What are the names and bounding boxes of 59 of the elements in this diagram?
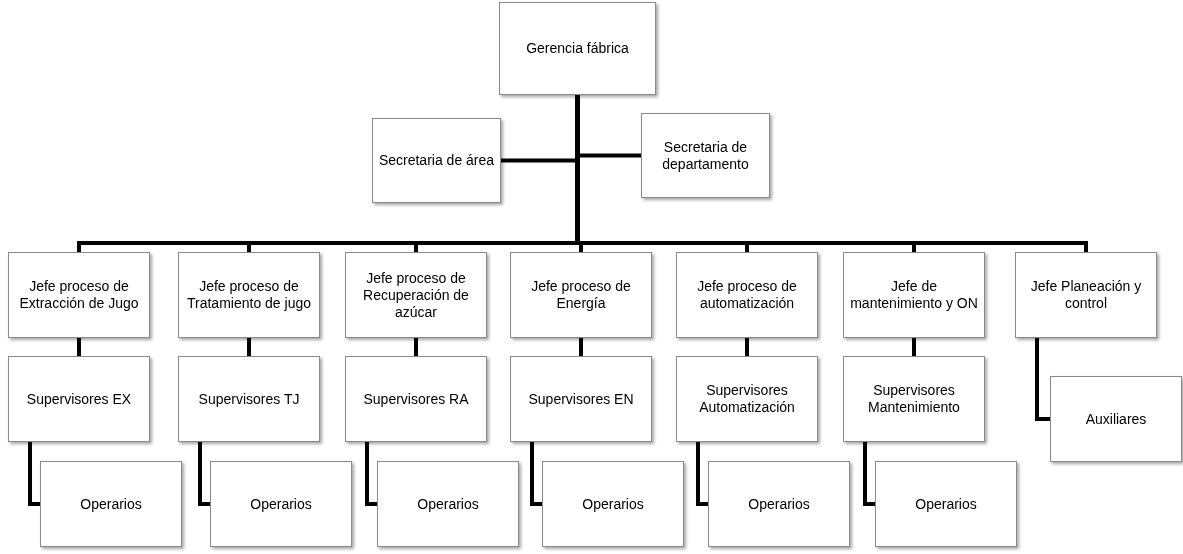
connector-line xyxy=(247,338,251,356)
role-label: Secretaria de área xyxy=(378,152,495,169)
connector-line xyxy=(77,338,81,356)
role-label: Jefe Planeación y control xyxy=(1029,278,1143,312)
org-box xyxy=(510,252,652,338)
role-label: Operarios xyxy=(250,495,312,513)
role-label: Operarios xyxy=(915,495,977,513)
org-box xyxy=(178,356,320,442)
org-box xyxy=(499,2,656,95)
connector-line xyxy=(579,338,583,356)
role-label: Gerencia fábrica xyxy=(526,40,629,57)
org-box xyxy=(676,252,818,338)
org-box xyxy=(178,252,320,338)
role-label: Operarios xyxy=(748,495,810,513)
org-box xyxy=(8,252,150,338)
role-label: Supervisores EX xyxy=(26,390,132,408)
org-box xyxy=(843,252,985,338)
connector-line xyxy=(198,442,210,506)
org-box xyxy=(1015,252,1157,338)
connector-line xyxy=(696,442,708,506)
org-box xyxy=(345,252,487,338)
org-box xyxy=(1050,376,1182,462)
org-box xyxy=(377,461,519,547)
role-label: Supervisores EN xyxy=(528,390,634,408)
connector-line xyxy=(28,442,40,506)
connector-line xyxy=(912,338,916,356)
org-box xyxy=(708,461,850,547)
connector-line xyxy=(1035,338,1050,421)
role-label: Secretaria de departamento xyxy=(661,138,750,173)
connector-line xyxy=(530,442,542,506)
connector-line xyxy=(863,442,875,506)
role-label: Jefe proceso de Energía xyxy=(530,278,632,312)
role-label: Operarios xyxy=(417,495,479,513)
role-label: Operarios xyxy=(80,495,142,513)
role-label: Supervisores Automatización xyxy=(698,382,796,416)
org-box xyxy=(676,356,818,442)
role-label: Operarios xyxy=(582,495,644,513)
role-label: Auxiliares xyxy=(1085,410,1147,428)
role-label: Jefe proceso de Tratamiento de jugo xyxy=(186,278,312,312)
org-box xyxy=(542,461,684,547)
role-label: Supervisores Mantenimiento xyxy=(867,382,961,416)
role-label: Jefe proceso de Extracción de Jugo xyxy=(18,278,140,312)
org-box xyxy=(40,461,182,547)
org-box xyxy=(8,356,150,442)
role-label: Supervisores RA xyxy=(363,390,469,408)
role-label: Supervisores TJ xyxy=(198,390,300,408)
connector-line xyxy=(745,338,749,356)
org-box xyxy=(372,118,501,203)
org-box xyxy=(843,356,985,442)
role-label: Jefe proceso de automatización xyxy=(696,278,798,312)
org-box xyxy=(510,356,652,442)
org-box xyxy=(345,356,487,442)
role-label: Jefe de mantenimiento y ON xyxy=(849,278,979,312)
org-box xyxy=(641,113,770,198)
org-box xyxy=(210,461,352,547)
connector-line xyxy=(414,338,418,356)
connector-line xyxy=(365,442,377,506)
org-box xyxy=(875,461,1017,547)
role-label: Jefe proceso de Recuperación de azúcar xyxy=(362,269,470,321)
